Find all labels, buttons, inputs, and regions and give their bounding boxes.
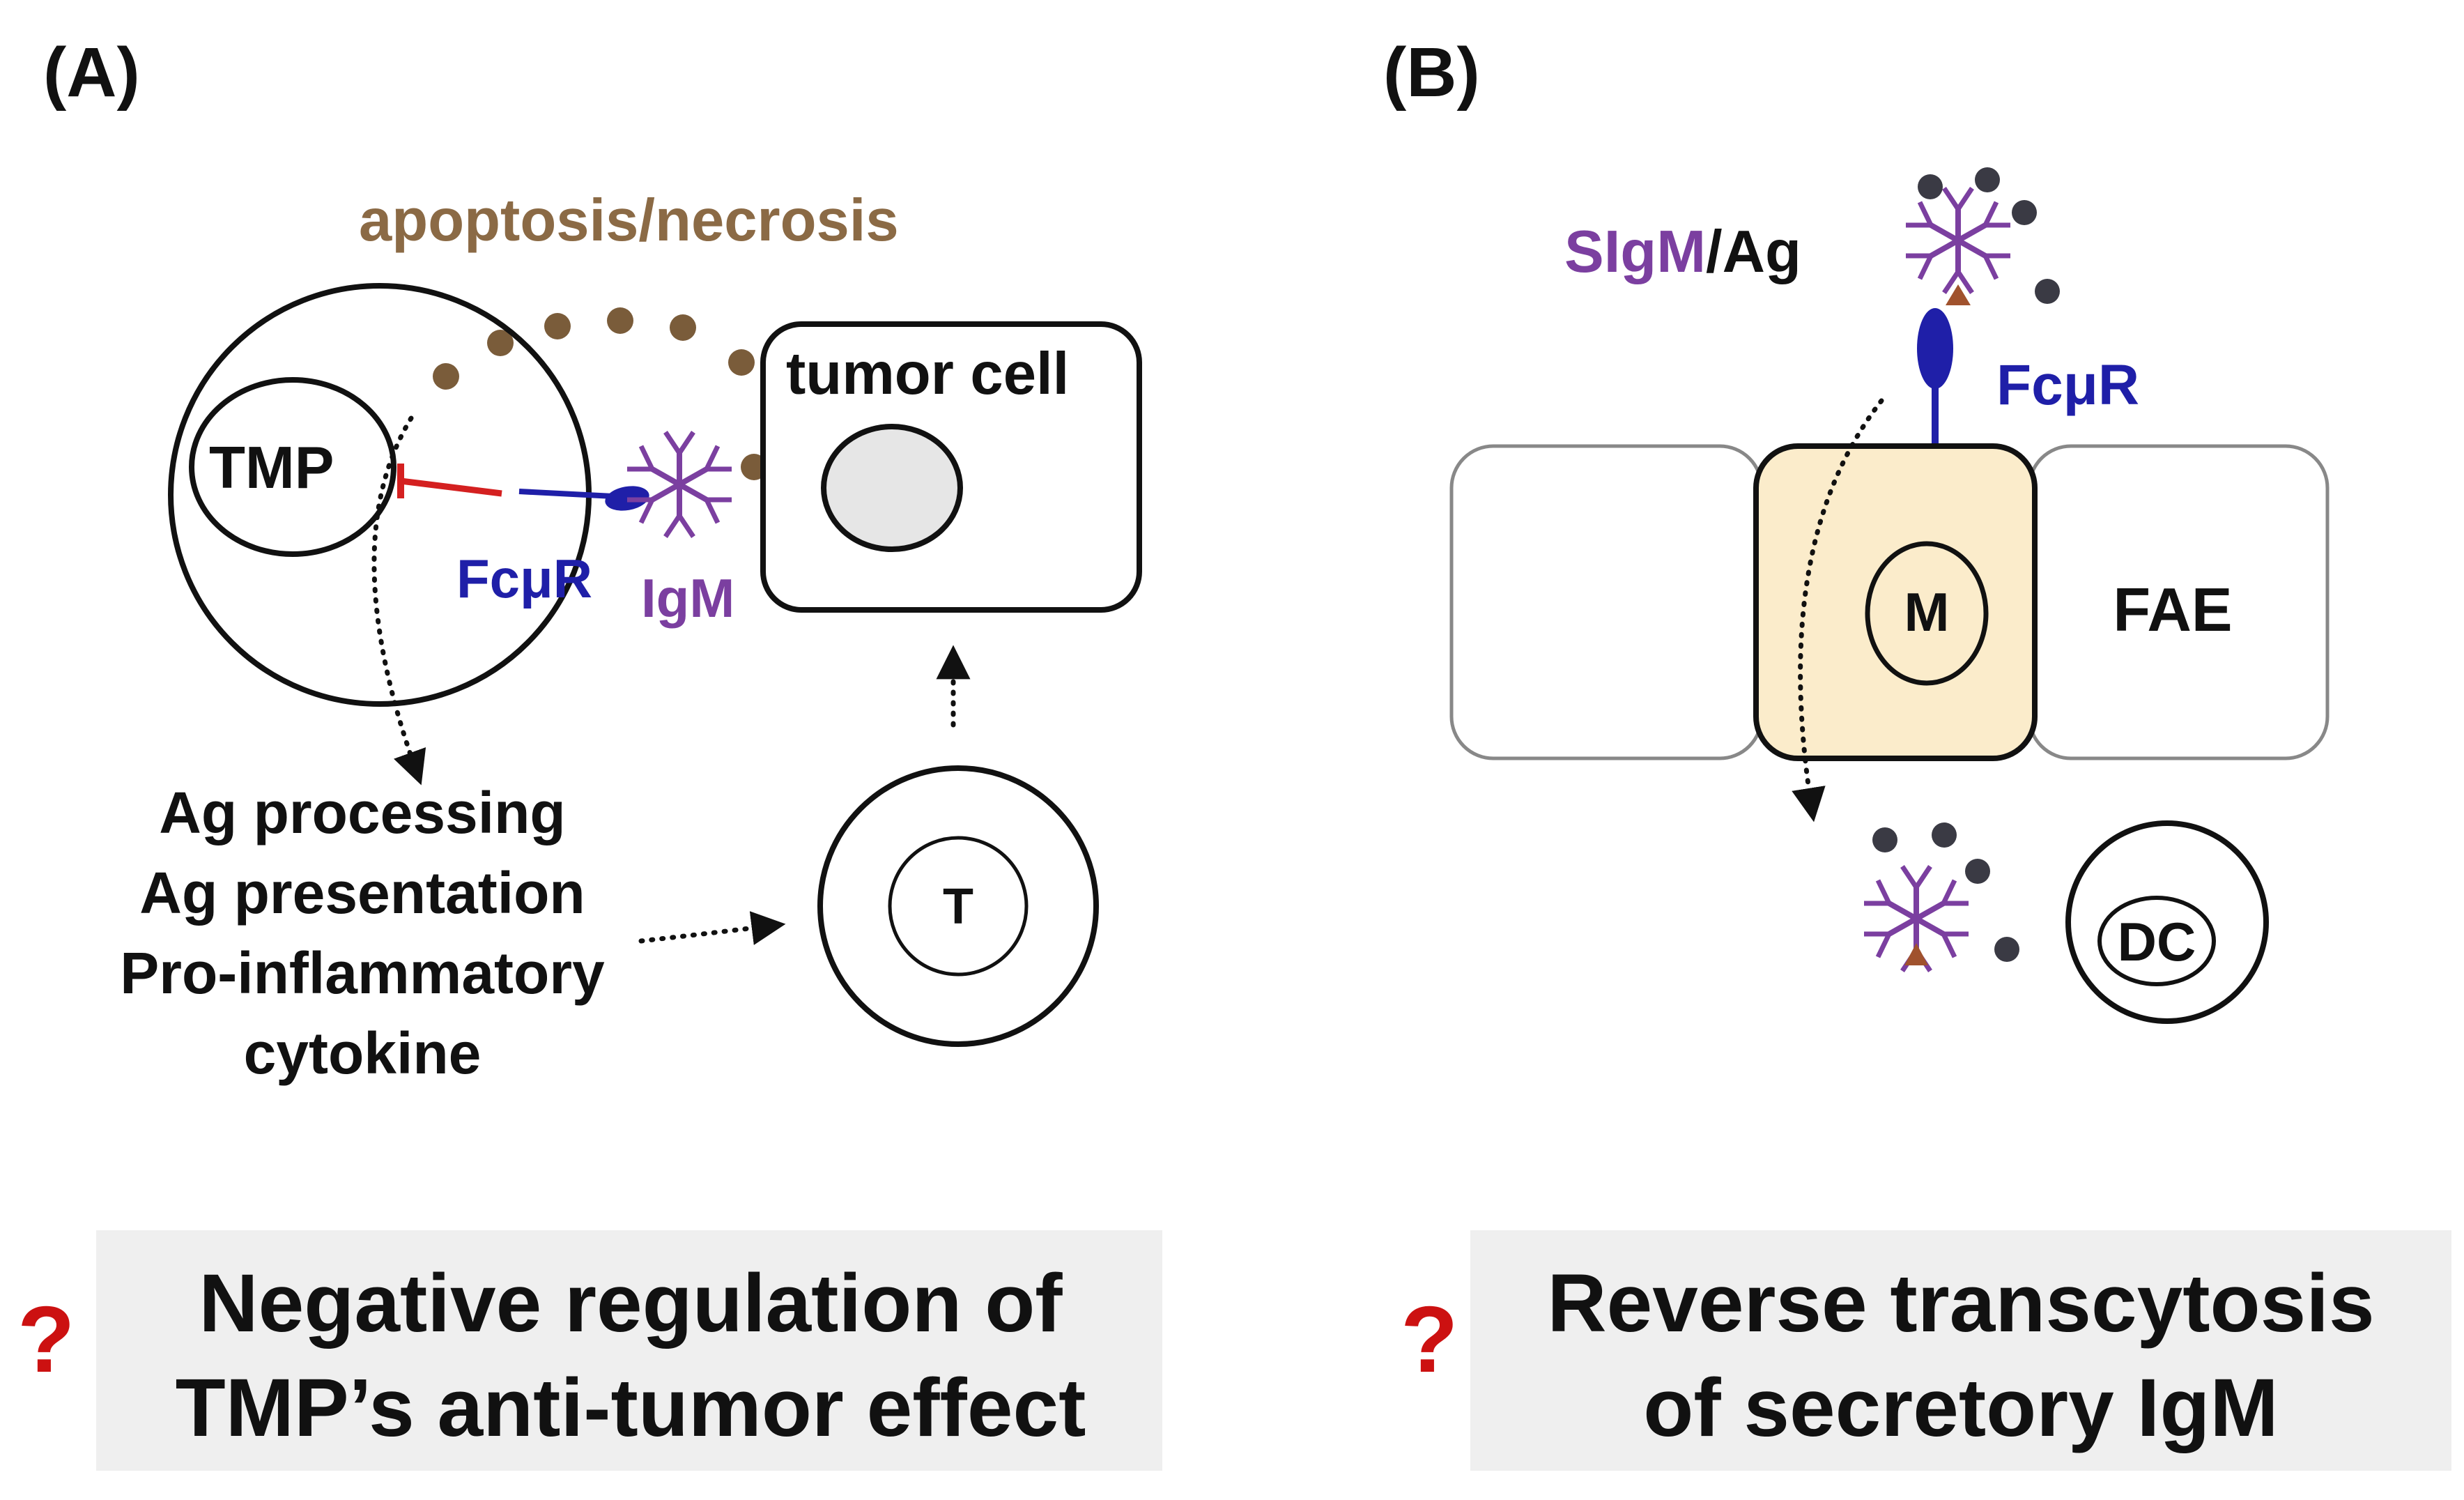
apoptosis-dots: [433, 307, 767, 480]
panel-b-label: (B): [1383, 33, 1480, 112]
caption-box-a: [96, 1230, 1162, 1471]
question-mark-b: ?: [1401, 1287, 1458, 1392]
panel-a-label: (A): [43, 33, 140, 112]
antigen-triangle-bottom: [1904, 943, 1928, 965]
apoptosis-label: apoptosis/necrosis: [359, 188, 899, 254]
t-cell-label: T: [943, 879, 973, 935]
arrow-presentation-to-t: [638, 911, 786, 945]
outcome-item: Ag processing: [159, 780, 565, 845]
arrow-tmp-to-processing: [371, 415, 426, 786]
epithelial-cell-left: [1449, 444, 1764, 760]
caption-a-line1: Negative regulation of: [199, 1257, 1063, 1349]
tumor-cell-label: tumor cell: [786, 341, 1069, 407]
outcome-item: Pro-inflammatory: [120, 940, 605, 1006]
sigm-ag-label: SIgM/Ag: [1564, 219, 1801, 285]
igm-label-a: IgM: [641, 567, 734, 629]
sigm-label: SIgM: [1564, 219, 1706, 285]
tumor-nucleus: [821, 424, 963, 552]
caption-b-line1: Reverse transcytosis: [1547, 1257, 2374, 1349]
arrow-transcytosis: [1792, 398, 1884, 822]
dc-label: DC: [2118, 911, 2196, 972]
caption-box-b: [1470, 1230, 2451, 1471]
fae-label: FAE: [2113, 575, 2232, 644]
antigen-triangle-top: [1946, 284, 1971, 305]
m-cell-nucleus: [1865, 541, 1989, 686]
caption-b-line2: of secretory IgM: [1643, 1362, 2278, 1454]
m-cell-label: M: [1904, 581, 1950, 643]
dendritic-cell-nucleus: [2097, 896, 2216, 986]
sigm-pentamer-top: [1906, 188, 2010, 293]
igm-pentamer-a: [627, 432, 732, 537]
outcomes-list: Ag processing Ag presentation Pro-inflam…: [120, 780, 605, 1086]
outcome-item: cytokine: [244, 1020, 482, 1086]
caption-a-line2: TMP’s anti-tumor effect: [176, 1362, 1086, 1454]
t-cell-nucleus: [888, 836, 1029, 977]
inhibition-marker: [397, 464, 502, 498]
outcome-item: Ag presentation: [139, 860, 585, 926]
question-mark-a: ?: [17, 1287, 75, 1392]
ag-label: /Ag: [1706, 219, 1801, 285]
tmp-nucleus: [189, 377, 396, 557]
fcmur-label-a: FcμR: [456, 548, 592, 609]
antigen-dots-bottom: [1872, 822, 2019, 962]
antigen-dots-top: [1918, 167, 2060, 304]
tmp-label: TMP: [209, 435, 334, 501]
fcmur-label-b: FcμR: [1996, 353, 2139, 417]
